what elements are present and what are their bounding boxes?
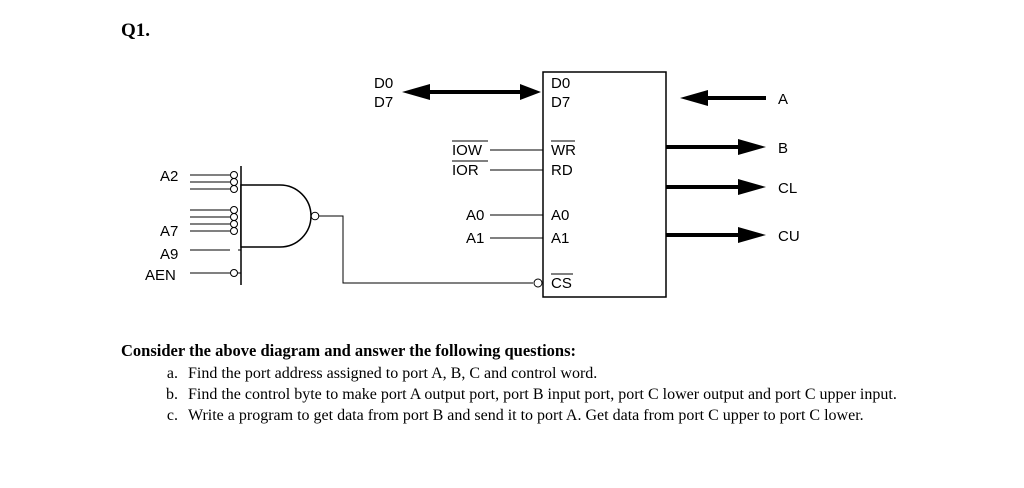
question-list: Find the port address assigned to port A… — [121, 363, 921, 426]
input-a7: A7 — [160, 223, 178, 240]
port-b-arrow — [666, 139, 766, 155]
nand-output-bubble — [310, 211, 320, 221]
pin-wr: WR — [551, 142, 576, 159]
signal-a1: A1 — [466, 230, 484, 247]
port-cu-arrow — [666, 227, 766, 243]
pin-rd: RD — [551, 162, 573, 179]
pin-d0: D0 — [551, 75, 570, 92]
input-a9: A9 — [160, 246, 178, 263]
nand-gate — [240, 184, 312, 248]
cs-bubble — [533, 278, 543, 288]
question-item-a: Find the port address assigned to port A… — [182, 363, 921, 384]
port-cl-label: CL — [778, 180, 797, 197]
port-a-label: A — [778, 91, 788, 108]
question-number: Q1. — [121, 20, 151, 41]
questions-heading: Consider the above diagram and answer th… — [121, 341, 577, 360]
pin-cs: CS — [551, 275, 572, 292]
port-cl-arrow — [666, 179, 766, 195]
signal-a0: A0 — [466, 207, 484, 224]
bus-label-d0: D0 — [374, 75, 393, 92]
port-a-arrow — [680, 90, 766, 106]
input-aen: AEN — [145, 267, 176, 284]
question-item-b: Find the control byte to make port A out… — [182, 384, 921, 405]
signal-ior: IOR — [452, 162, 479, 179]
question-item-c: Write a program to get data from port B … — [182, 405, 921, 426]
input-a2: A2 — [160, 168, 178, 185]
pin-a1: A1 — [551, 230, 569, 247]
inversion-bubbles — [230, 171, 238, 277]
cs-wire — [319, 215, 533, 284]
signal-iow: IOW — [452, 142, 483, 159]
port-b-label: B — [778, 140, 788, 157]
pin-a0: A0 — [551, 207, 569, 224]
pin-d7: D7 — [551, 94, 570, 111]
questions-section: Consider the above diagram and answer th… — [121, 340, 921, 426]
port-cu-label: CU — [778, 228, 800, 245]
data-bus-arrow — [402, 84, 541, 100]
ppi-chip-box — [542, 71, 667, 298]
bus-label-d7: D7 — [374, 94, 393, 111]
ppi-interface-diagram: D0 D7 D0 D7 WR RD A0 A1 CS IOW IOR A0 A1… — [145, 71, 800, 298]
